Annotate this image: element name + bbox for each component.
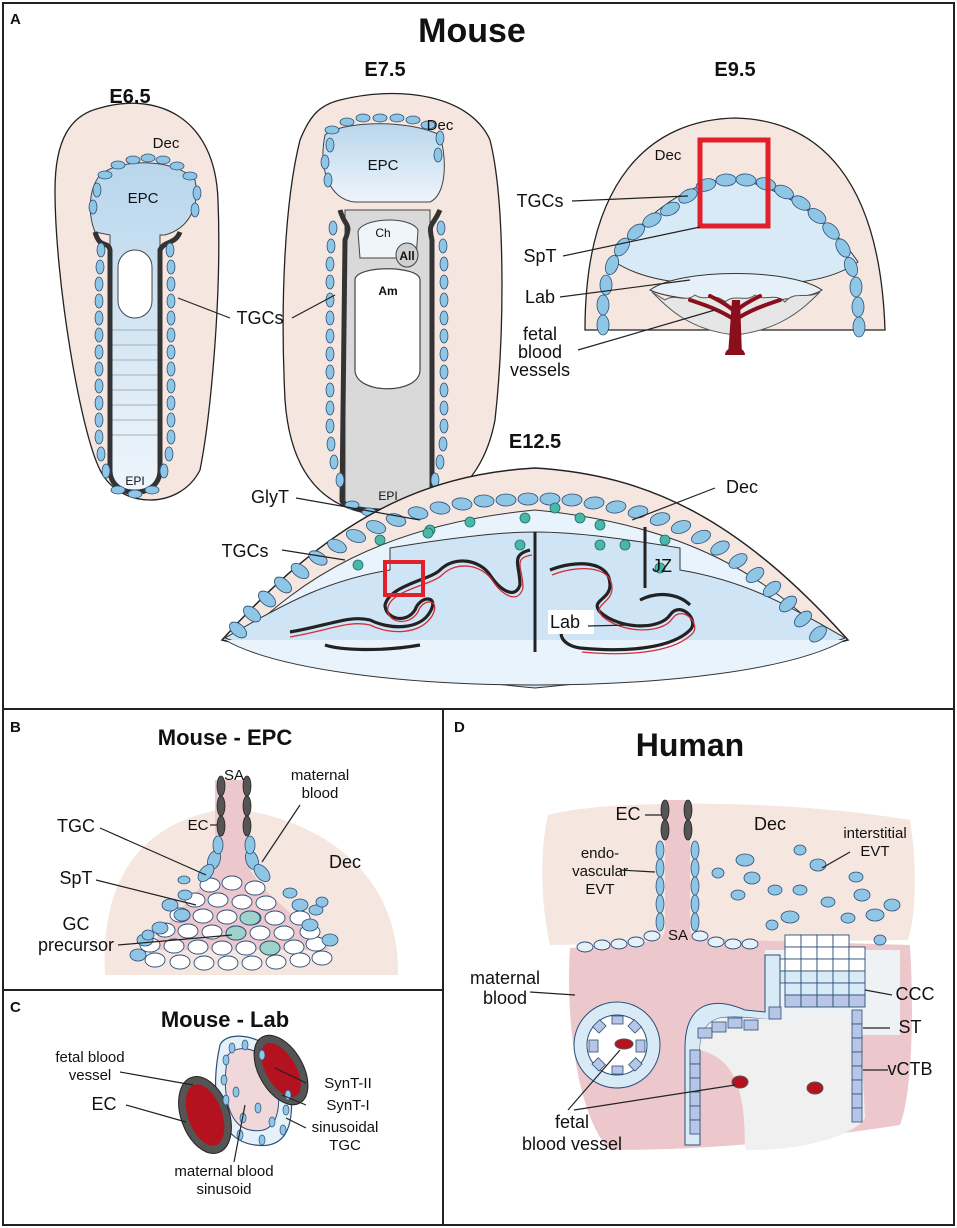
e75-ch-label: Ch: [375, 226, 390, 240]
e95-tgcs-label: TGCs: [517, 191, 564, 211]
c-mbs-line1: maternal blood: [174, 1163, 273, 1180]
c-ec-label: EC: [91, 1094, 116, 1114]
b-maternal-line1: maternal: [291, 767, 349, 784]
d-maternal-line1: maternal: [470, 968, 540, 988]
b-spt-label: SpT: [59, 868, 92, 888]
e125-placenta: E12.5 GlyT TGCs Dec JZ Lab: [220, 431, 850, 689]
d-vctb-label: vCTB: [888, 1059, 933, 1079]
e125-tgcs-label: TGCs: [222, 541, 269, 561]
e95-dec-label: Dec: [655, 147, 682, 164]
tgcs-shared-pointer: [177, 294, 336, 319]
b-sa-label: SA: [224, 767, 244, 784]
e75-embryo: E7.5 Dec EPC Ch All Am EPI: [282, 59, 503, 519]
e65-dec-label: Dec: [153, 135, 180, 152]
panel-a: A Mouse: [10, 11, 886, 689]
stage-e65-label: E6.5: [109, 86, 150, 108]
d-ec-label: EC: [615, 804, 640, 824]
d-maternal-line2: blood: [483, 988, 527, 1008]
d-sa-label: SA: [668, 927, 688, 944]
panel-d: D Human: [454, 719, 935, 1154]
panel-b-title: Mouse - EPC: [158, 725, 293, 750]
e125-glyt-label: GlyT: [251, 487, 289, 507]
b-dec-label: Dec: [329, 852, 361, 872]
c-mbs-line2: sinusoid: [196, 1181, 251, 1198]
panel-a-letter: A: [10, 11, 21, 28]
d-ccc-label: CCC: [896, 984, 935, 1004]
e65-epi-label: EPI: [125, 474, 144, 488]
e65-embryo: E6.5 Dec EPC EPI: [54, 86, 220, 501]
panel-b-letter: B: [10, 719, 21, 736]
b-maternal-line2: blood: [302, 785, 339, 802]
c-synt2-label: SynT-II: [324, 1075, 372, 1092]
tgcs-shared-label: TGCs: [237, 308, 284, 328]
d-interstitial-line2: EVT: [860, 843, 889, 860]
e95-fetal-line2: blood: [518, 342, 562, 362]
d-endo-line1: endo-: [581, 845, 619, 862]
e75-all-label: All: [399, 249, 414, 263]
stage-e95-label: E9.5: [714, 59, 755, 81]
d-st-label: ST: [898, 1017, 921, 1037]
panel-d-title: Human: [636, 727, 744, 763]
b-ec-label: EC: [188, 817, 209, 834]
e75-epi-label: EPI: [378, 489, 397, 503]
d-fbv-line1: fetal: [555, 1112, 589, 1132]
panel-c-title: Mouse - Lab: [161, 1007, 289, 1032]
d-endo-line2: vascular: [572, 863, 628, 880]
e125-jz-label: JZ: [652, 556, 672, 576]
e95-placenta: E9.5 Dec TGCs SpT Lab fetal blood vessel…: [510, 59, 886, 380]
c-fbv-line1: fetal blood: [55, 1049, 124, 1066]
stage-e125-label: E12.5: [509, 431, 561, 453]
c-sinusoidal-line2: TGC: [329, 1137, 361, 1154]
d-interstitial-line1: interstitial: [843, 825, 906, 842]
e125-lab-label: Lab: [550, 612, 580, 632]
panel-a-title: Mouse: [418, 12, 526, 50]
c-sinusoidal-line1: sinusoidal: [312, 1119, 379, 1136]
e95-fetal-line1: fetal: [523, 324, 557, 344]
panel-c-letter: C: [10, 999, 21, 1016]
b-gc-line1: GC: [63, 914, 90, 934]
panel-d-letter: D: [454, 719, 465, 736]
e95-spt-label: SpT: [523, 246, 556, 266]
c-synt1-label: SynT-I: [326, 1097, 369, 1114]
d-endo-line3: EVT: [585, 881, 614, 898]
b-gc-line2: precursor: [38, 935, 114, 955]
e75-epc-label: EPC: [368, 157, 399, 174]
d-dec-label: Dec: [754, 814, 786, 834]
panel-c: C Mouse - Lab fetal blood vessel EC SynT…: [10, 999, 378, 1198]
c-fbv-line2: vessel: [69, 1067, 112, 1084]
e95-lab-label: Lab: [525, 287, 555, 307]
e125-dec-label: Dec: [726, 477, 758, 497]
d-fbv-line2: blood vessel: [522, 1134, 622, 1154]
stage-e75-label: E7.5: [364, 59, 405, 81]
panel-b: B Mouse - EPC: [10, 719, 399, 975]
e75-dec-label: Dec: [427, 117, 454, 134]
e75-am-label: Am: [378, 284, 397, 298]
b-tgc-label: TGC: [57, 816, 95, 836]
e95-fetal-line3: vessels: [510, 360, 570, 380]
e65-epc-label: EPC: [128, 190, 159, 207]
